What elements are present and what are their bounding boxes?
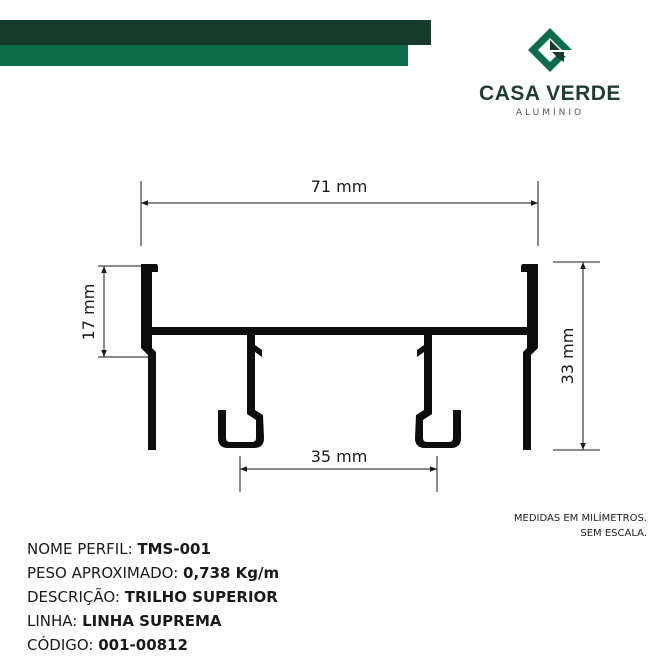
spec-row-line: LINHA: LINHA SUPREMA: [27, 609, 279, 633]
spec-value: 0,738 Kg/m: [183, 564, 280, 582]
spec-value: TRILHO SUPERIOR: [124, 588, 278, 606]
spec-value: LINHA SUPREMA: [82, 612, 222, 630]
profile-section: [141, 264, 538, 450]
spec-label: CÓDIGO:: [27, 636, 99, 654]
note-line-1: MEDIDAS EM MILÍMETROS.: [513, 513, 647, 524]
spec-list: NOME PERFIL: TMS-001 PESO APROXIMADO: 0,…: [27, 537, 279, 657]
spec-label: NOME PERFIL:: [27, 540, 138, 558]
dimension-track-spacing-label: 35 mm: [311, 447, 368, 466]
dimension-width-label: 71 mm: [311, 177, 368, 196]
spec-label: PESO APROXIMADO:: [27, 564, 184, 582]
spec-row-code: CÓDIGO: 001-00812: [27, 633, 279, 657]
spec-label: DESCRIÇÃO:: [27, 588, 125, 606]
note-line-2: SEM ESCALA.: [580, 528, 647, 539]
measurement-note: MEDIDAS EM MILÍMETROS. SEM ESCALA.: [514, 511, 647, 541]
header-bar-green: [0, 45, 408, 66]
dimension-upper-height-label: 17 mm: [79, 284, 98, 341]
spec-row-name: NOME PERFIL: TMS-001: [27, 537, 279, 561]
spec-row-description: DESCRIÇÃO: TRILHO SUPERIOR: [27, 585, 279, 609]
header-bar-dark: [0, 20, 431, 45]
spec-value: 001-00812: [98, 636, 188, 654]
casa-verde-logo-icon: [528, 28, 572, 72]
brand-subtitle: ALUMÍNIO: [515, 108, 585, 118]
spec-row-weight: PESO APROXIMADO: 0,738 Kg/m: [27, 561, 279, 585]
spec-value: TMS-001: [137, 540, 211, 558]
dimension-total-height-label: 33 mm: [558, 328, 577, 385]
brand-name: CASA VERDE: [479, 82, 621, 105]
spec-label: LINHA:: [27, 612, 83, 630]
